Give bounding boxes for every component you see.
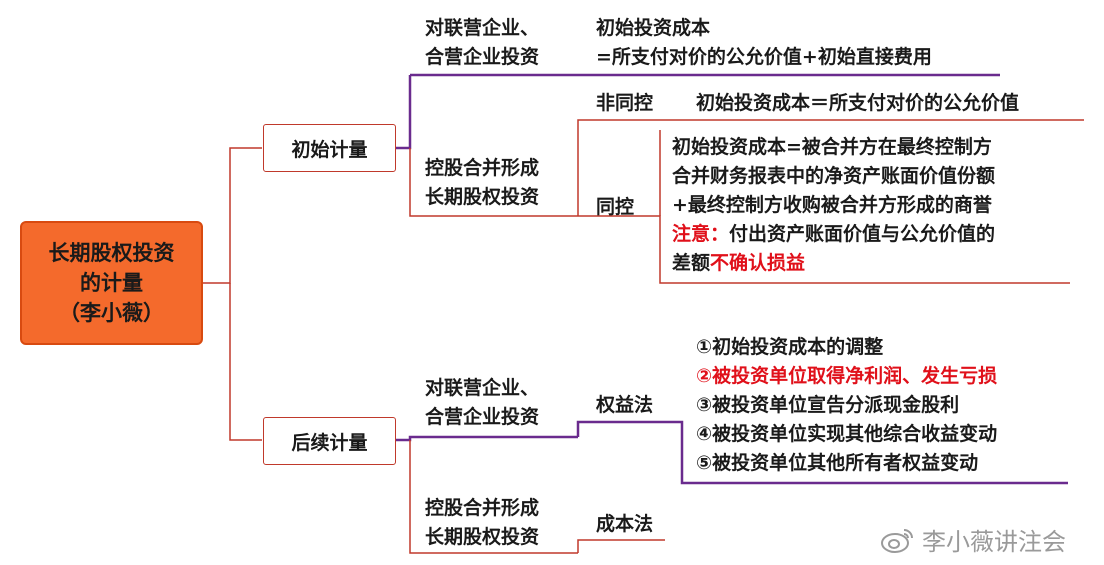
common-control-note-cont: 差额不确认损益 (672, 249, 995, 278)
initial-control-node: 控股合并形成 长期股权投资 (425, 154, 539, 212)
watermark: 李小薇讲注会 (880, 522, 1066, 557)
weibo-logo-icon (881, 528, 913, 553)
root-title-line2: 的计量 (80, 271, 143, 295)
subsequent-jv-node: 对联营企业、 合营企业投资 (425, 374, 539, 432)
initial-control-line2: 长期股权投资 (425, 186, 540, 208)
equity-method-label: 权益法 (596, 394, 654, 416)
initial-jv-desc-line2: =所支付对价的公允价值+初始直接费用 (596, 46, 932, 68)
common-control-note: 注意：付出资产账面价值与公允价值的 (672, 220, 995, 249)
subsequent-measurement-node: 后续计量 (263, 417, 396, 465)
common-control-line1: 初始投资成本=被合并方在最终控制方 (672, 136, 992, 158)
subsequent-control-line2: 长期股权投资 (425, 526, 540, 548)
subsequent-jv-line1: 对联营企业、 (425, 377, 540, 399)
equity-item-4: ④被投资单位实现其他综合收益变动 (696, 423, 998, 445)
note-text: 付出资产账面价值与公允价值的 (729, 223, 996, 245)
initial-jv-line2: 合营企业投资 (425, 46, 540, 68)
non-common-control-label: 非同控 (596, 92, 654, 114)
note-cont: 差额 (672, 252, 711, 274)
equity-item-3: ③被投资单位宣告分派现金股利 (696, 394, 960, 416)
initial-jv-line1: 对联营企业、 (425, 17, 540, 39)
common-control-line3: +最终控制方收购被合并方形成的商誉 (672, 194, 992, 216)
subsequent-jv-line2: 合营企业投资 (425, 406, 540, 428)
root-title-line1: 长期股权投资 (48, 241, 175, 265)
non-common-control-desc: 初始投资成本＝所支付对价的公允价值 (696, 92, 1020, 114)
note-label: 注意： (672, 223, 730, 245)
initial-jv-desc-line1: 初始投资成本 (596, 17, 711, 39)
equity-item-2: ②被投资单位取得净利润、发生亏损 (696, 365, 998, 387)
common-control-label: 同控 (596, 196, 635, 218)
common-control-desc: 初始投资成本=被合并方在最终控制方 合并财务报表中的净资产账面价值份额 +最终控… (672, 133, 995, 278)
subsequent-control-line1: 控股合并形成 (425, 497, 540, 519)
root-node: 长期股权投资 的计量 （李小薇） (20, 221, 203, 345)
watermark-text: 李小薇讲注会 (922, 528, 1066, 556)
equity-method-items: ①初始投资成本的调整 ②被投资单位取得净利润、发生亏损 ③被投资单位宣告分派现金… (696, 333, 997, 478)
equity-item-1: ①初始投资成本的调整 (696, 336, 884, 358)
initial-measurement-node: 初始计量 (263, 124, 396, 172)
subsequent-measurement-label: 后续计量 (291, 431, 368, 454)
root-author: （李小薇） (59, 301, 164, 325)
initial-jv-desc: 初始投资成本 =所支付对价的公允价值+初始直接费用 (596, 14, 932, 72)
subsequent-control-node: 控股合并形成 长期股权投资 (425, 494, 539, 552)
initial-measurement-label: 初始计量 (291, 138, 368, 161)
common-control-line2: 合并财务报表中的净资产账面价值份额 (672, 165, 996, 187)
initial-control-line1: 控股合并形成 (425, 157, 540, 179)
equity-item-5: ⑤被投资单位其他所有者权益变动 (696, 452, 979, 474)
cost-method-label: 成本法 (596, 513, 654, 535)
initial-jv-node: 对联营企业、 合营企业投资 (425, 14, 539, 72)
note-red: 不确认损益 (710, 252, 806, 274)
